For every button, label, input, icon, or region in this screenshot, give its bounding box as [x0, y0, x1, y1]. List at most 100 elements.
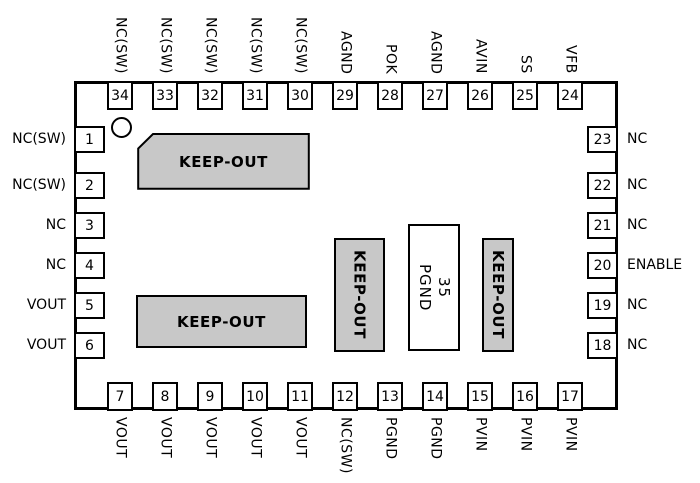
pin-6: 6: [74, 332, 105, 359]
pin-4: 4: [74, 252, 105, 279]
pin-27-number: 27: [426, 87, 444, 104]
pin-13: 13: [377, 382, 403, 411]
pin-21-label: NC: [627, 217, 648, 233]
keepout-zone-top-left: KEEP-OUT: [137, 133, 310, 190]
pin-28-label: POK: [382, 43, 399, 74]
pin-4-number: 4: [85, 257, 94, 274]
pin-10-number: 10: [246, 388, 264, 405]
pin-13-number: 13: [381, 388, 399, 405]
pin-17-number: 17: [561, 388, 579, 405]
pin-14-label: PGND: [427, 417, 444, 460]
pin-1-number: 1: [85, 131, 94, 148]
thermal-pad-text: 35 PGND: [415, 264, 453, 311]
pin-16-label: PVIN: [517, 417, 534, 452]
pin-7: 7: [107, 382, 133, 411]
pin-14: 14: [422, 382, 448, 411]
pin-31-label: NC(SW): [247, 17, 264, 74]
pin-12-number: 12: [336, 388, 354, 405]
pin-32-label: NC(SW): [202, 17, 219, 74]
pin-20-label: ENABLE: [627, 257, 683, 273]
pin-12-label: NC(SW): [337, 417, 354, 474]
pin-19-number: 19: [593, 297, 612, 314]
pin-31: 31: [242, 81, 268, 110]
pin-34: 34: [107, 81, 133, 110]
pin-18-number: 18: [593, 337, 612, 354]
pin-23: 23: [587, 126, 618, 153]
pin-21-number: 21: [593, 217, 612, 234]
pin-16: 16: [512, 382, 538, 411]
pin-7-label: VOUT: [112, 417, 129, 459]
keepout-zone-bottom-left: KEEP-OUT: [136, 295, 307, 348]
pin-5: 5: [74, 292, 105, 319]
pin-15-number: 15: [471, 388, 489, 405]
pin-25-label: SS: [517, 55, 534, 74]
keepout-zone-center-left: KEEP-OUT: [334, 238, 385, 352]
pin-10-label: VOUT: [247, 417, 264, 459]
pin-14-number: 14: [426, 388, 444, 405]
pin-18: 18: [587, 332, 618, 359]
pin-26-label: AVIN: [472, 39, 489, 74]
pin-28-number: 28: [381, 87, 399, 104]
pin-3-number: 3: [85, 217, 94, 234]
pin-15-label: PVIN: [472, 417, 489, 452]
pin-11-label: VOUT: [292, 417, 309, 459]
pin-9-number: 9: [205, 388, 215, 405]
pin-3: 3: [74, 212, 105, 239]
keepout-label: KEEP-OUT: [176, 312, 267, 331]
thermal-pad-35: 35 PGND: [408, 224, 460, 351]
pin-32: 32: [197, 81, 223, 110]
pin-29-number: 29: [336, 87, 354, 104]
pin-25: 25: [512, 81, 538, 110]
pin-8: 8: [152, 382, 178, 411]
pin-26-number: 26: [471, 87, 489, 104]
pin-1-label: NC(SW): [12, 131, 66, 147]
pin-15: 15: [467, 382, 493, 411]
keepout-label: KEEP-OUT: [178, 152, 269, 171]
pin-19: 19: [587, 292, 618, 319]
keepout-label: KEEP-OUT: [350, 250, 369, 340]
pin-30: 30: [287, 81, 313, 110]
pin-30-label: NC(SW): [292, 17, 309, 74]
pin-7-number: 7: [115, 388, 125, 405]
pin-9: 9: [197, 382, 223, 411]
pin-8-label: VOUT: [157, 417, 174, 459]
thermal-pad-number: 35: [435, 276, 453, 299]
pin-22: 22: [587, 172, 618, 199]
pin-20-number: 20: [593, 257, 612, 274]
pin-20: 20: [587, 252, 618, 279]
pin-25-number: 25: [516, 87, 534, 104]
pin-12: 12: [332, 382, 358, 411]
pin-11-number: 11: [291, 388, 309, 405]
pin-5-label: VOUT: [26, 297, 66, 313]
pin-33: 33: [152, 81, 178, 110]
pin-6-label: VOUT: [26, 337, 66, 353]
pin-4-label: NC: [45, 257, 66, 273]
pin1-indicator-circle: [111, 117, 132, 138]
pin-18-label: NC: [627, 337, 648, 353]
pin-27: 27: [422, 81, 448, 110]
thermal-pad-label: PGND: [416, 263, 434, 312]
pin-6-number: 6: [85, 337, 94, 354]
pin-21: 21: [587, 212, 618, 239]
pin-17-label: PVIN: [562, 417, 579, 452]
pin-16-number: 16: [516, 388, 534, 405]
pin-23-label: NC: [627, 131, 648, 147]
pin-33-label: NC(SW): [157, 17, 174, 74]
pin-8-number: 8: [160, 388, 170, 405]
pin-3-label: NC: [45, 217, 66, 233]
pin-17: 17: [557, 382, 583, 411]
pin-29-label: AGND: [337, 30, 354, 74]
keepout-label: KEEP-OUT: [489, 250, 507, 340]
keepout-chamfer-shape: [137, 133, 310, 190]
pin-24-label: VFB: [562, 45, 579, 74]
pin-22-label: NC: [627, 177, 648, 193]
pin-34-number: 34: [111, 87, 129, 104]
pin-27-label: AGND: [427, 30, 444, 74]
pin-23-number: 23: [593, 131, 612, 148]
pin-26: 26: [467, 81, 493, 110]
pin-2-label: NC(SW): [12, 177, 66, 193]
pin-30-number: 30: [291, 87, 309, 104]
pin-19-label: NC: [627, 297, 648, 313]
pin-2-number: 2: [85, 177, 94, 194]
